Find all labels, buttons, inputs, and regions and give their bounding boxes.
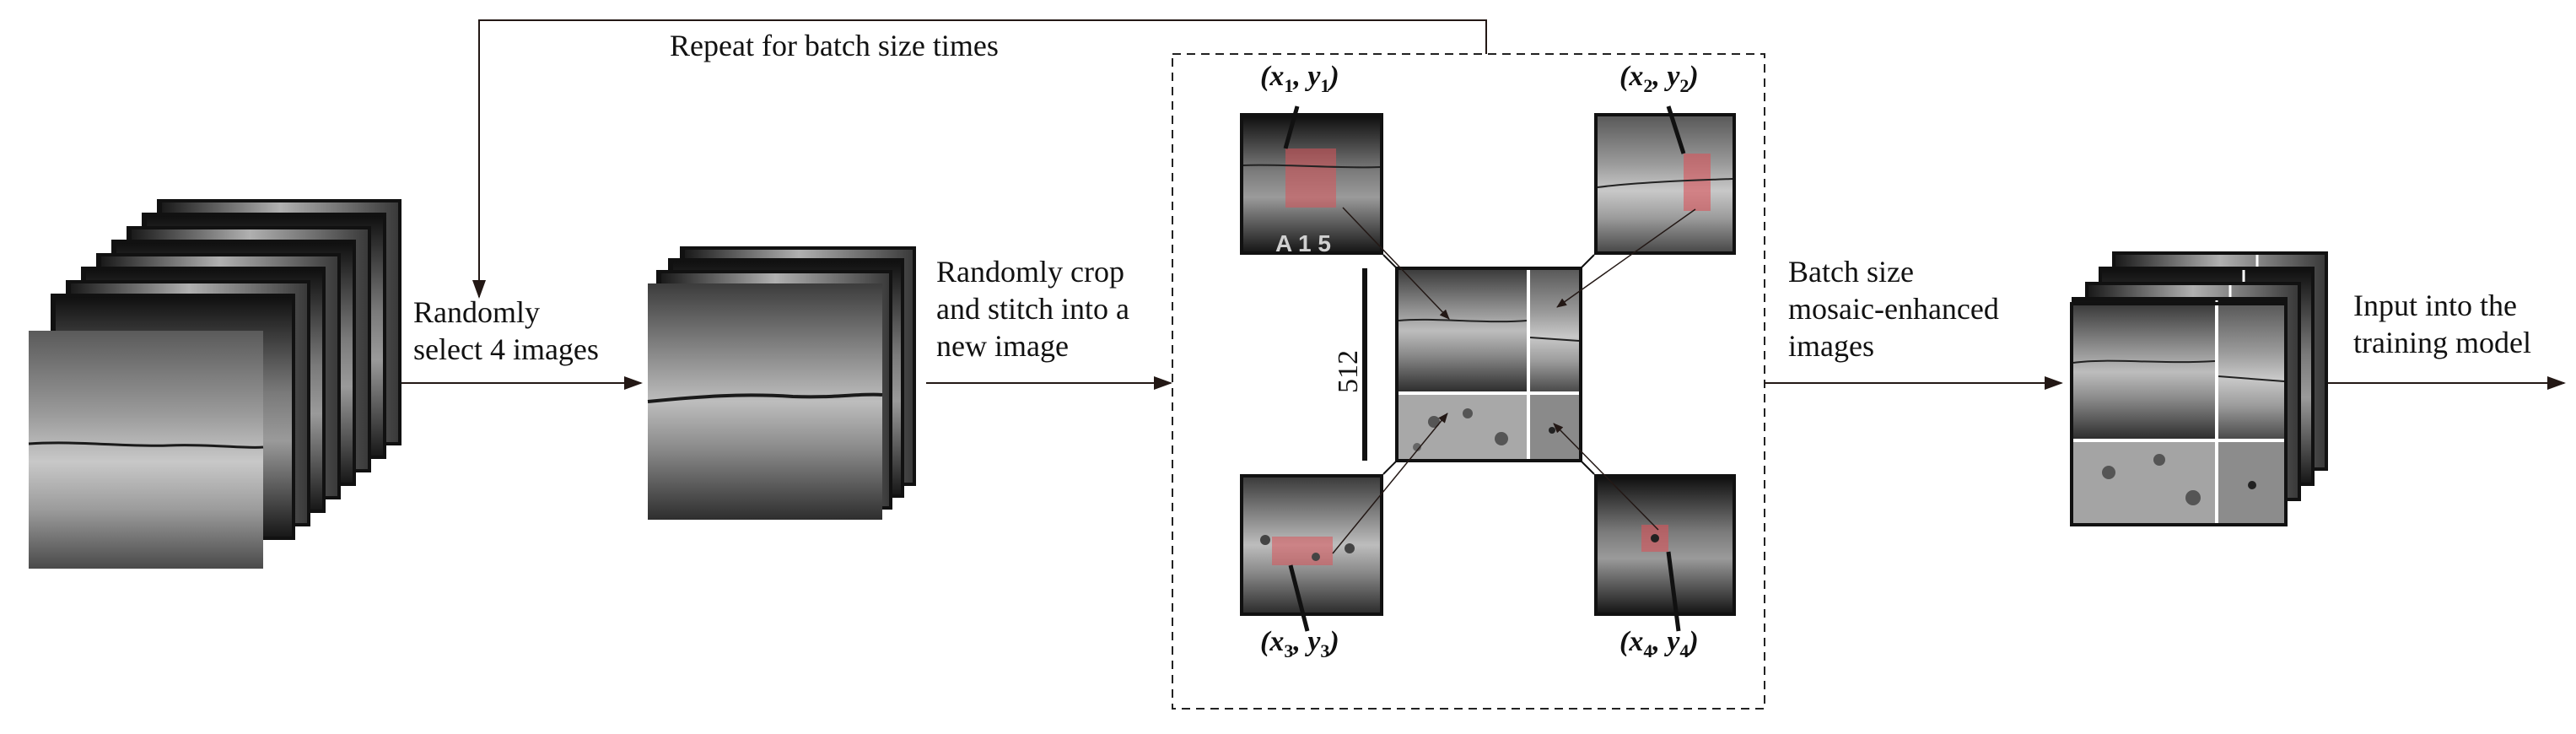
input-model-line-2: training model bbox=[2353, 326, 2531, 359]
source-image-4 bbox=[1594, 474, 1736, 616]
crop-region-3 bbox=[1272, 537, 1333, 565]
source-image-stack bbox=[28, 199, 401, 569]
repeat-loop-arrow bbox=[472, 19, 1487, 299]
front-source-image bbox=[29, 331, 263, 569]
randomly-crop-line-3: new image bbox=[936, 329, 1069, 363]
randomly-crop-label: Randomly crop and stitch into a new imag… bbox=[936, 253, 1129, 364]
coord-label-2: (x2, y2) bbox=[1619, 61, 1699, 96]
randomly-crop-line-2: and stitch into a bbox=[936, 292, 1129, 326]
front-selected-image bbox=[648, 283, 882, 520]
randomly-crop-line-1: Randomly crop bbox=[936, 255, 1124, 289]
size-512-label: 512 bbox=[1333, 350, 1364, 393]
repeat-label: Repeat for batch size times bbox=[670, 29, 999, 62]
coord-label-3: (x3, y3) bbox=[1260, 626, 1339, 661]
input-model-line-1: Input into the bbox=[2353, 289, 2517, 322]
batch-size-label: Batch size mosaic-enhanced images bbox=[1788, 253, 1999, 364]
batch-size-line-2: mosaic-enhanced bbox=[1788, 292, 1999, 326]
source-image-1: A 1 5 bbox=[1240, 113, 1383, 256]
randomly-select-line-2: select 4 images bbox=[413, 332, 599, 366]
source-image-2 bbox=[1594, 113, 1736, 255]
image-overlay-text: A 1 5 bbox=[1275, 230, 1331, 256]
source-image-3 bbox=[1240, 474, 1383, 616]
randomly-select-label: Randomly select 4 images bbox=[413, 294, 599, 368]
batch-size-line-1: Batch size bbox=[1788, 255, 1914, 289]
coord-label-4: (x4, y4) bbox=[1619, 626, 1699, 661]
crop-region-1 bbox=[1285, 148, 1336, 208]
randomly-select-line-1: Randomly bbox=[413, 295, 540, 329]
stitched-mosaic-image bbox=[1395, 267, 1582, 462]
input-model-label: Input into the training model bbox=[2353, 287, 2531, 361]
mosaic-output-stack bbox=[2070, 251, 2328, 526]
crop-region-2 bbox=[1684, 154, 1711, 211]
mosaic-process-box bbox=[1172, 53, 1765, 710]
selected-image-stack bbox=[647, 246, 916, 520]
coord-label-1: (x1, y1) bbox=[1260, 61, 1339, 96]
batch-size-line-3: images bbox=[1788, 329, 1874, 363]
